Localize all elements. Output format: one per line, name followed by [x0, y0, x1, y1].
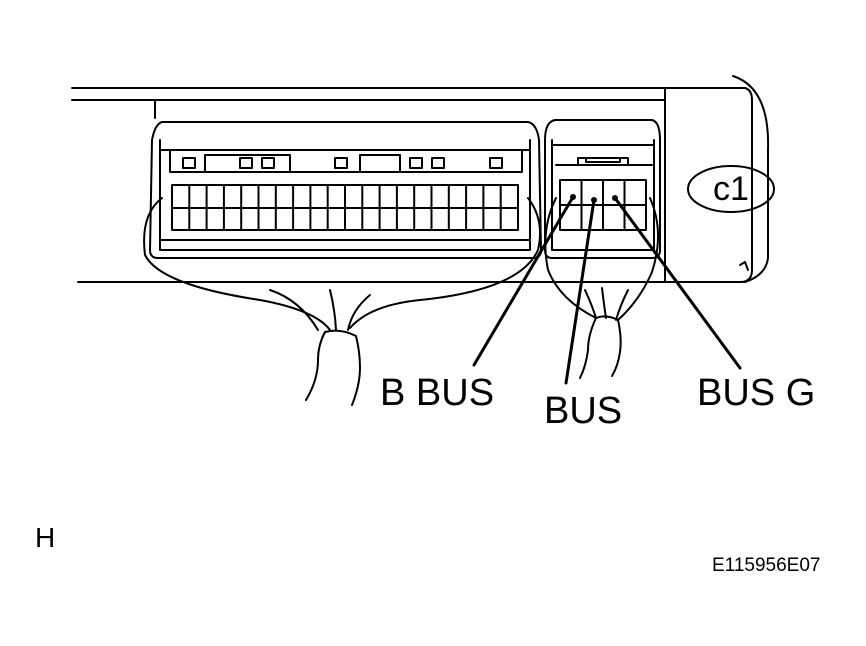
leader-bus-g: [613, 196, 742, 370]
pin-marker-bus-g: [612, 195, 618, 201]
pin-marker-b-bus: [570, 194, 576, 200]
latch-tab: [409, 157, 423, 169]
pin-label-bus-g: BUS G: [697, 372, 816, 414]
figure-code: E115956E07: [712, 555, 821, 576]
leader-lines: [472, 195, 742, 385]
pin-marker-bus: [591, 197, 597, 203]
pin-label-bus: BUS: [544, 390, 623, 432]
leader-b-bus: [472, 195, 575, 367]
large-connector: [149, 121, 542, 259]
wire-harness-small: [544, 197, 660, 379]
latch-tab: [182, 157, 196, 169]
latch-rail-step: [359, 154, 401, 173]
small-connector: [544, 119, 661, 259]
latch-tab: [261, 157, 275, 169]
latch-tab: [489, 157, 503, 169]
connector-code-label: c1: [713, 169, 749, 208]
latch-tab: [334, 157, 348, 169]
wire-harness-large: [143, 197, 541, 406]
latch-tab: [239, 157, 253, 169]
latch-rail-step: [204, 154, 291, 173]
view-letter: H: [35, 522, 56, 553]
latch-tab: [431, 157, 445, 169]
pin-label-b-bus: B BUS: [380, 372, 495, 414]
pin-markers: [570, 194, 618, 203]
ecu-housing: [71, 75, 770, 283]
leader-bus: [564, 198, 596, 385]
connector-code-balloon: [687, 165, 775, 213]
